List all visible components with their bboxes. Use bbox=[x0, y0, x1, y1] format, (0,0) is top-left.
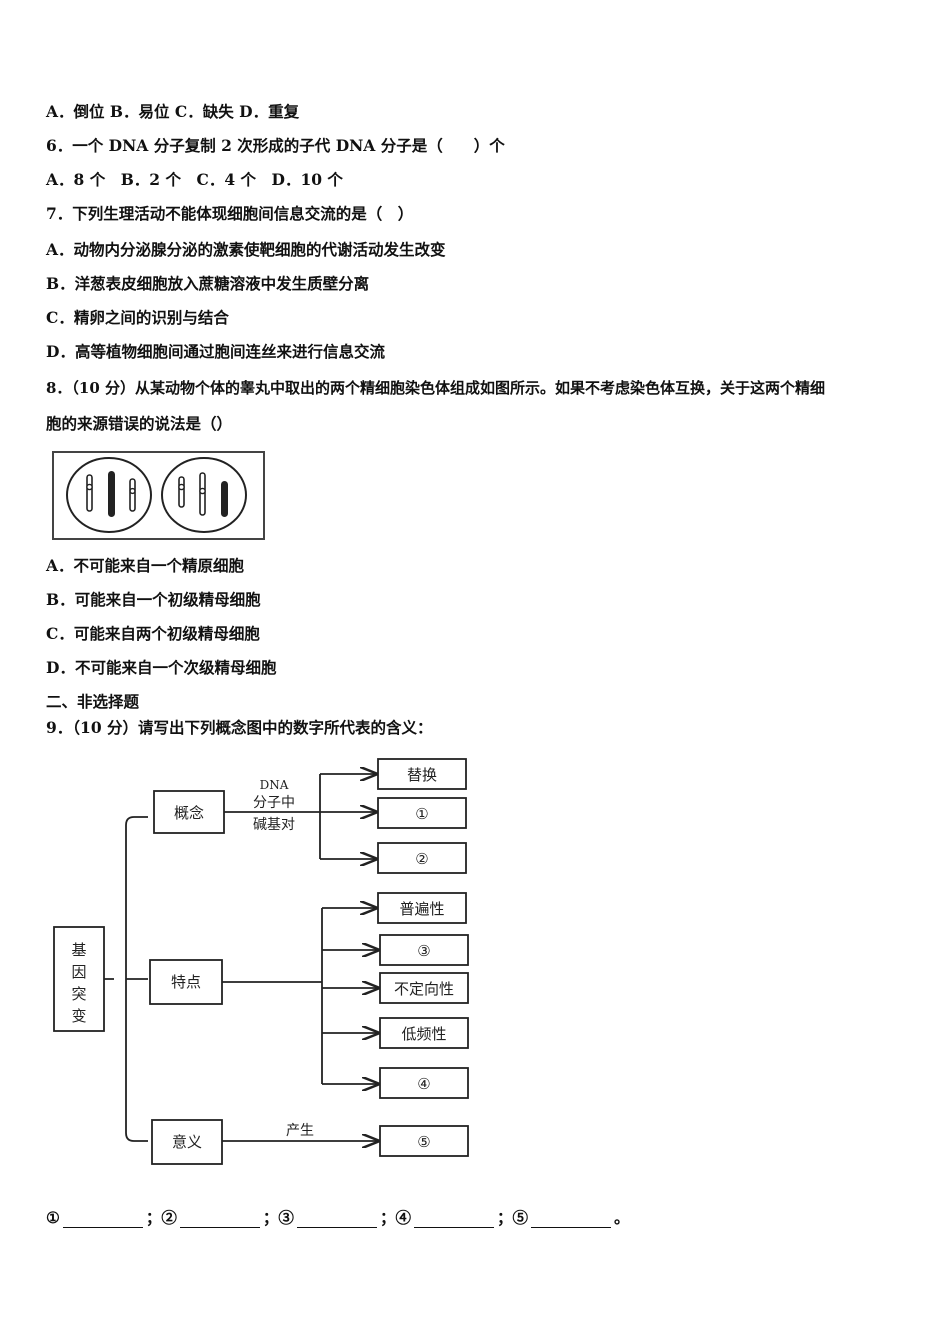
box-undirected-text: 不定向性 bbox=[394, 980, 454, 998]
answer-blank-4[interactable] bbox=[413, 1211, 494, 1228]
root-char-2: 因 bbox=[71, 963, 86, 981]
concept-map-drawing: 基 因 突 变 概念 特点 意义 DNA 分子中 碱基对 产生 替换 ① ② 普… bbox=[53, 758, 469, 1165]
sperm-cells-figure bbox=[52, 451, 265, 540]
answer-mark-3: ；③ bbox=[262, 1208, 294, 1227]
arrow-label-molecule: 分子中 bbox=[253, 795, 295, 811]
q8-stem-line1: 8．（10 分）从某动物个体的睾丸中取出的两个精细胞染色体组成如图所示。如果不考… bbox=[46, 379, 826, 397]
q7-option-d: D．高等植物细胞间通过胞间连丝来进行信息交流 bbox=[46, 342, 385, 361]
box-low-frequency bbox=[379, 1017, 469, 1049]
q9-answer-line: ① ；② ；③ ；④ ；⑤ 。 bbox=[46, 1208, 629, 1228]
answer-end: 。 bbox=[613, 1208, 630, 1227]
sperm-cells-drawing bbox=[66, 457, 247, 533]
box-3 bbox=[379, 934, 469, 966]
arrow-label-dna: DNA bbox=[260, 778, 289, 792]
q8-option-d: D．不可能来自一个次级精母细胞 bbox=[46, 658, 277, 677]
root-char-4: 变 bbox=[71, 1007, 86, 1025]
q8-option-a: A．不可能来自一个精原细胞 bbox=[46, 556, 245, 575]
answer-blank-2[interactable] bbox=[179, 1211, 260, 1228]
produce-label: 产生 bbox=[286, 1123, 314, 1139]
q8-stem-line2: 胞的来源错误的说法是（） bbox=[46, 414, 233, 433]
box-3-text: ③ bbox=[417, 942, 430, 960]
meaning-box bbox=[151, 1119, 223, 1165]
answer-mark-2: ；② bbox=[145, 1208, 177, 1227]
box-1-text: ① bbox=[415, 805, 428, 823]
box-replace bbox=[377, 758, 467, 790]
q7-stem: 7．下列生理活动不能体现细胞间信息交流的是（ ） bbox=[46, 204, 414, 223]
box-5 bbox=[379, 1125, 469, 1157]
q5-options: A．倒位 B．易位 C．缺失 D．重复 bbox=[46, 102, 300, 121]
box-1 bbox=[377, 797, 467, 829]
answer-mark-4: ；④ bbox=[379, 1208, 411, 1227]
q6-options: A．8 个 B．2 个 C．4 个 D．10 个 bbox=[46, 170, 343, 189]
arrow-label-basepair: 碱基对 bbox=[253, 816, 295, 833]
box-low-frequency-text: 低频性 bbox=[401, 1025, 446, 1043]
box-2-text: ② bbox=[415, 850, 428, 868]
box-5-text: ⑤ bbox=[417, 1133, 430, 1151]
answer-blank-1[interactable] bbox=[62, 1211, 143, 1228]
answer-mark-5: ；⑤ bbox=[496, 1208, 528, 1227]
q7-option-c: C．精卵之间的识别与结合 bbox=[46, 308, 229, 327]
q7-option-a: A．动物内分泌腺分泌的激素使靶细胞的代谢活动发生改变 bbox=[46, 240, 446, 259]
box-universality bbox=[377, 892, 467, 924]
box-universality-text: 普遍性 bbox=[399, 900, 444, 918]
answer-mark-1: ① bbox=[46, 1208, 60, 1227]
q8-option-b: B．可能来自一个初级精母细胞 bbox=[46, 590, 261, 609]
cell-2-outline bbox=[161, 457, 247, 533]
feature-label: 特点 bbox=[171, 973, 201, 991]
box-replace-text: 替换 bbox=[407, 766, 437, 784]
box-2 bbox=[377, 842, 467, 874]
box-4 bbox=[379, 1067, 469, 1099]
q9-stem: 9．（10 分）请写出下列概念图中的数字所代表的含义： bbox=[46, 718, 433, 737]
box-undirected bbox=[379, 972, 469, 1004]
concept-map: 基 因 突 变 概念 特点 意义 DNA 分子中 碱基对 产生 替换 ① ② 普… bbox=[46, 755, 486, 1179]
q7-option-b: B．洋葱表皮细胞放入蔗糖溶液中发生质壁分离 bbox=[46, 274, 370, 293]
concept-label: 概念 bbox=[174, 804, 204, 822]
answer-blank-5[interactable] bbox=[530, 1211, 611, 1228]
cell-1-outline bbox=[66, 457, 152, 533]
answer-blank-3[interactable] bbox=[296, 1211, 377, 1228]
root-char-1: 基 bbox=[71, 941, 86, 959]
section-title: 二、非选择题 bbox=[46, 692, 140, 711]
meaning-label: 意义 bbox=[172, 1133, 202, 1151]
q8-option-c: C．可能来自两个初级精母细胞 bbox=[46, 624, 260, 643]
q6-stem: 6．一个 DNA 分子复制 2 次形成的子代 DNA 分子是（ ）个 bbox=[46, 136, 505, 155]
box-4-text: ④ bbox=[417, 1075, 430, 1093]
root-char-3: 突 bbox=[71, 985, 86, 1003]
